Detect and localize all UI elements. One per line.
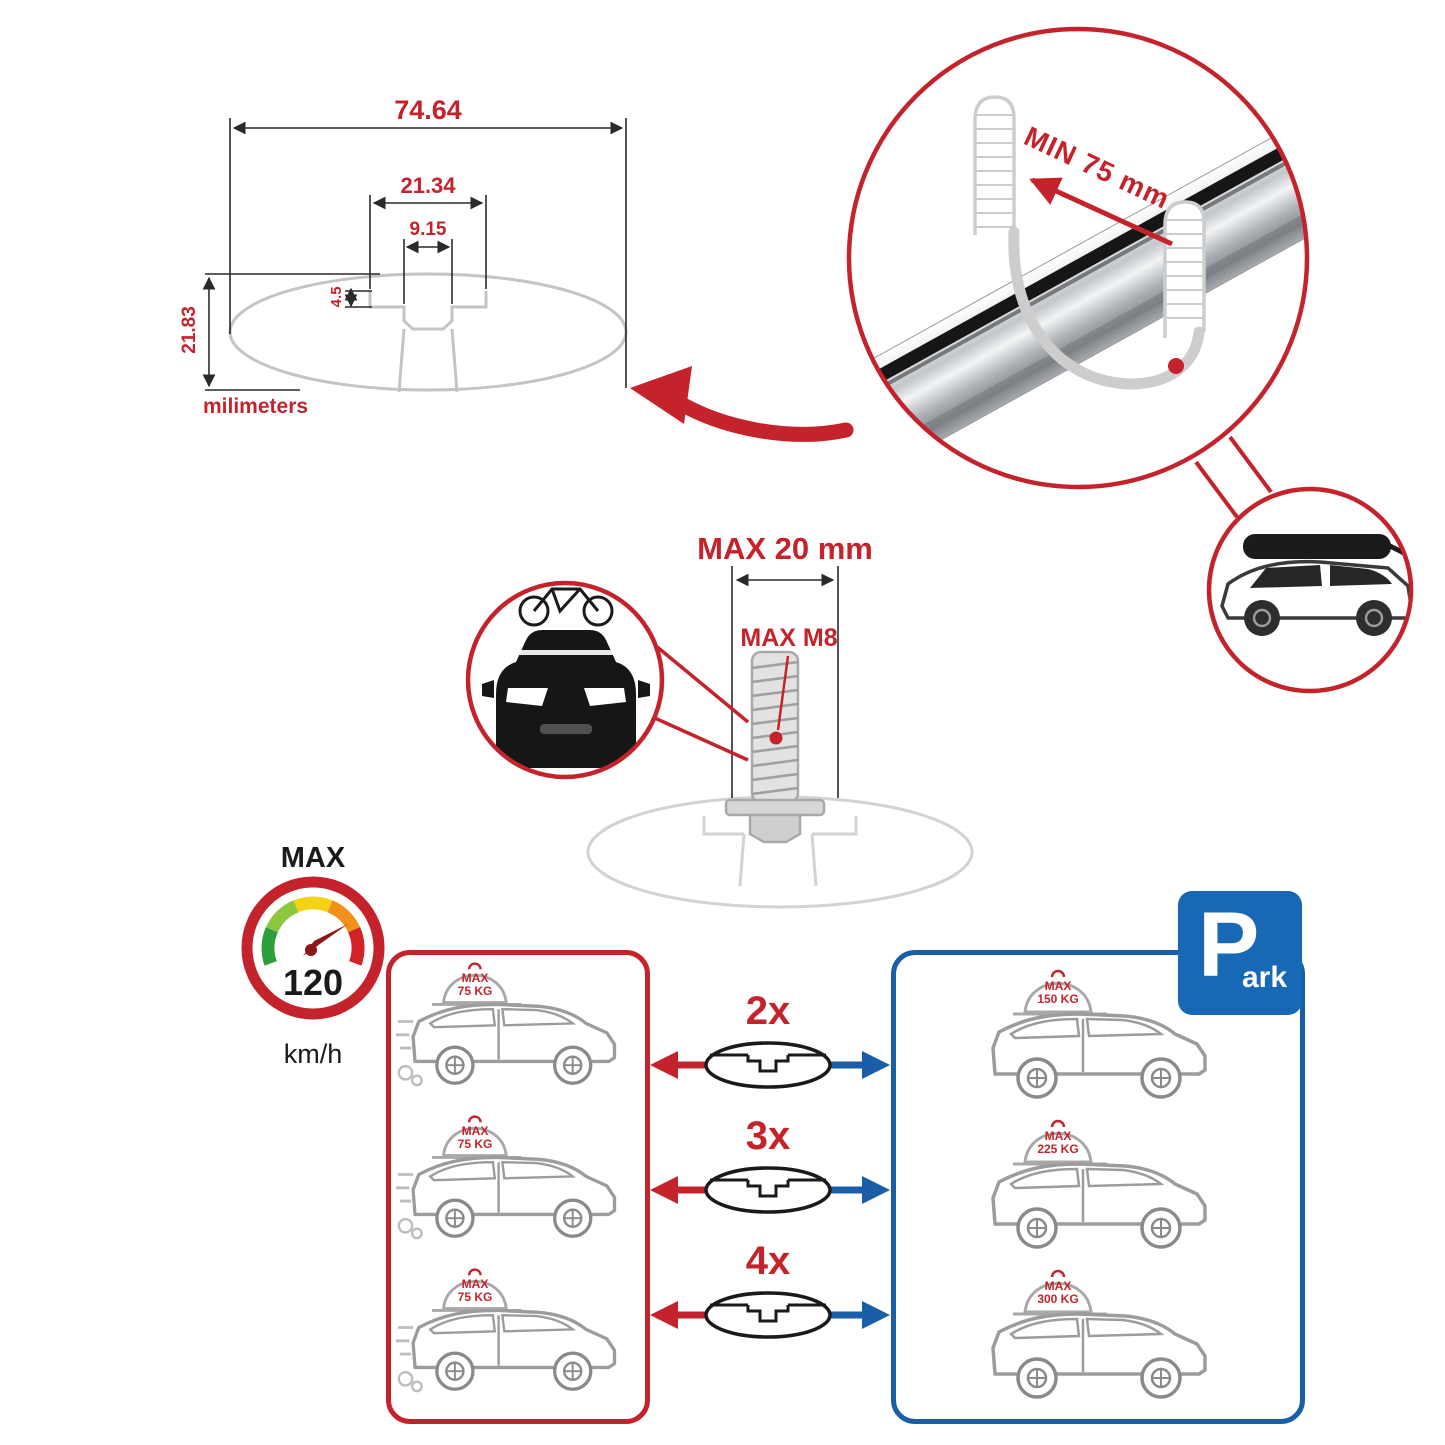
load-weight: 300 KG xyxy=(1037,1292,1079,1306)
dim-total-width: 74.64 xyxy=(394,95,462,125)
multiplier-row-3x xyxy=(650,1166,890,1214)
parking-car-2-load: MAX 225 KG xyxy=(1016,1130,1100,1156)
multiplier-label-2x: 2x xyxy=(745,989,791,1033)
parking-car-3-load: MAX 300 KG xyxy=(1016,1280,1100,1306)
car-front-icon xyxy=(482,630,650,768)
ghost-profile-icon xyxy=(586,795,974,909)
crossbar-cross-section-diagram xyxy=(202,118,628,393)
dim-slot-outer: 21.34 xyxy=(400,173,456,198)
parking-sign-icon: P ark xyxy=(1178,891,1302,1015)
speed-limit-title: MAX xyxy=(280,842,346,874)
dim-total-height: 21.83 xyxy=(179,306,201,354)
bolt-dimension-lines xyxy=(731,566,839,798)
driving-car-3-load: MAX 75 KG xyxy=(433,1278,517,1304)
dim-slot-depth: 4.5 xyxy=(328,286,346,308)
driving-limits-panel xyxy=(386,950,650,1424)
multiplier-label-3x: 3x xyxy=(745,1114,791,1158)
vehicle-callout xyxy=(1194,435,1414,694)
multiplier-label-4x: 4x xyxy=(745,1239,791,1283)
crossbar-photo-detail xyxy=(846,26,1310,490)
driving-car-1-load: MAX 75 KG xyxy=(433,972,517,998)
parking-limits-panel xyxy=(891,950,1305,1424)
load-weight: 150 KG xyxy=(1037,992,1079,1006)
max-thread-label: MAX M8 xyxy=(740,624,838,652)
load-weight: 75 KG xyxy=(457,1290,493,1304)
units-label: milimeters xyxy=(203,395,309,418)
bolt-detail xyxy=(465,566,974,909)
detail-arrow xyxy=(630,366,854,442)
load-weight: 75 KG xyxy=(457,984,493,998)
load-weight: 75 KG xyxy=(457,1137,493,1151)
bolt-icon xyxy=(724,650,826,844)
dimension-lines xyxy=(202,118,627,391)
parking-sign-letter: P xyxy=(1198,894,1260,996)
speed-limit-value: 120 xyxy=(282,962,344,1003)
parking-car-1-load: MAX 150 KG xyxy=(1016,980,1100,1006)
multiplier-row-2x xyxy=(650,1041,890,1089)
bicycle-icon xyxy=(518,585,614,627)
min-clamp-label: MIN 75 mm xyxy=(1019,120,1175,215)
load-weight: 225 KG xyxy=(1037,1142,1079,1156)
parking-sign-suffix: ark xyxy=(1242,961,1288,994)
speed-limit-unit: km/h xyxy=(283,1039,343,1069)
suv-roofbox-icon xyxy=(1220,534,1409,636)
max-length-label: MAX 20 mm xyxy=(697,531,873,566)
clamp-hook-icon xyxy=(1008,200,1206,390)
crossbar-photo-icon xyxy=(849,57,1307,481)
dim-slot-inner: 9.15 xyxy=(409,219,447,240)
clamp-pivot-dot xyxy=(1168,358,1184,374)
multiplier-row-4x xyxy=(650,1291,890,1339)
clamp-rod-rear-icon xyxy=(973,95,1016,235)
driving-car-2-load: MAX 75 KG xyxy=(433,1125,517,1151)
